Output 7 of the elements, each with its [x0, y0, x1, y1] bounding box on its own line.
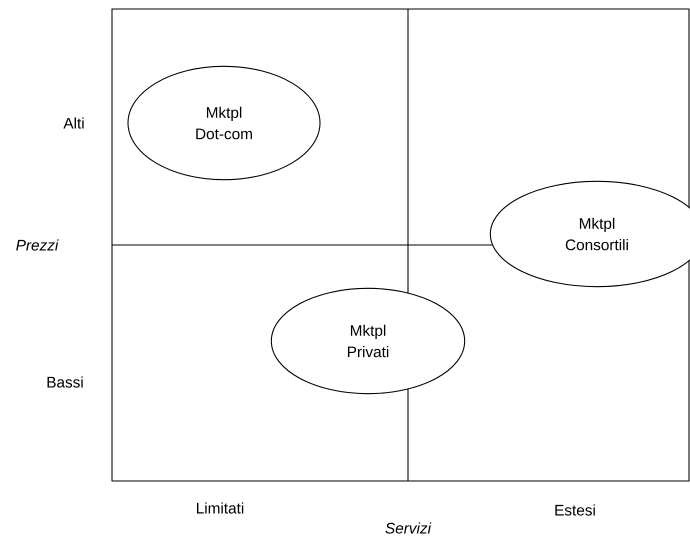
- axis-label: Limitati: [196, 502, 244, 514]
- axis-label: Prezzi: [16, 239, 59, 251]
- axis-label: Alti: [63, 117, 84, 129]
- axis-label: Servizi: [385, 522, 432, 534]
- node-label: Mktpl Consortili: [566, 218, 628, 250]
- axis-label: Bassi: [48, 376, 83, 388]
- axis-label: Estesi: [555, 504, 595, 516]
